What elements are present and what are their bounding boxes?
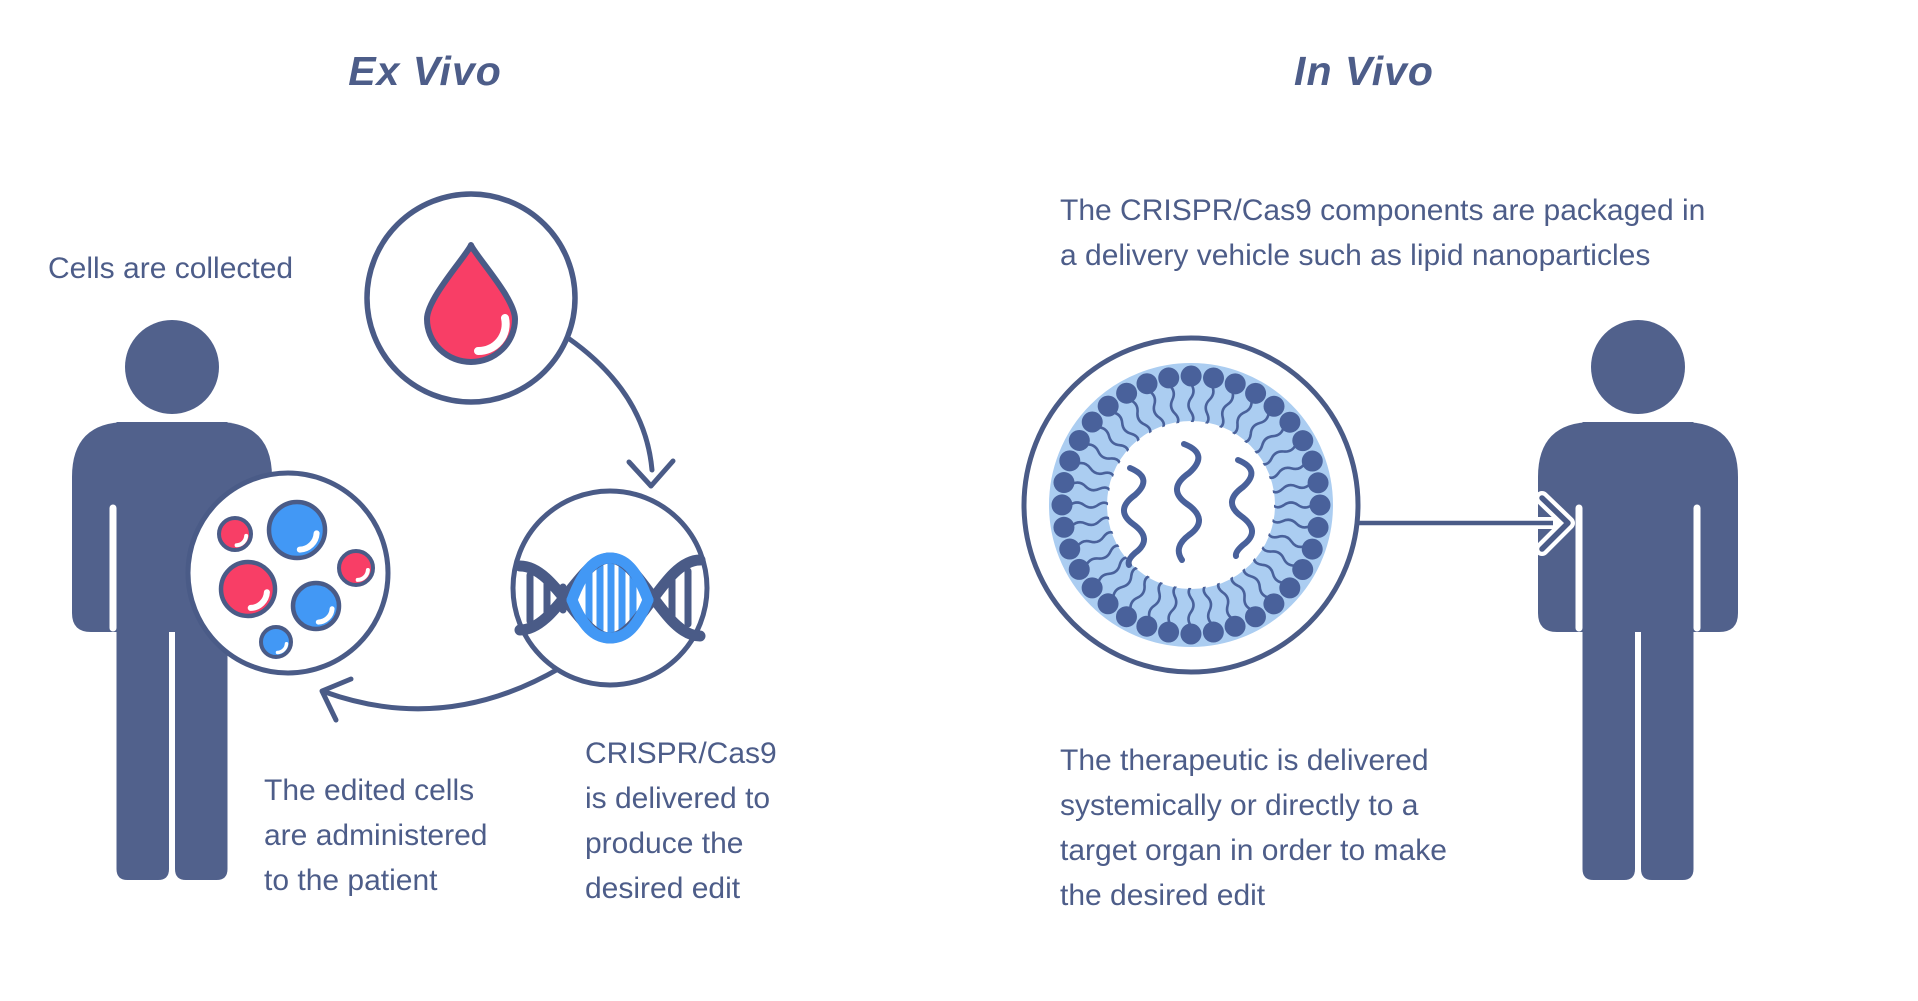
packaging-label: The CRISPR/Cas9 components are packaged … [1060,188,1705,278]
rna-strand [1121,441,1255,568]
text-line: systemically or directly to a [1060,789,1419,822]
text-line: the desired edit [1060,879,1266,912]
text-line: are administered [264,819,488,852]
text-line: The edited cells [264,774,475,807]
cells-collected-label: Cells are collected [48,246,293,291]
text-line: is delivered to [585,782,771,815]
curved-arrow-down-icon [565,335,676,489]
text-line: to the patient [264,864,438,897]
delivery-label: The therapeutic is delivered systemicall… [1060,738,1447,918]
ex-vivo-title: Ex Vivo [348,48,502,94]
text-line: a delivery vehicle such as lipid nanopar… [1060,239,1651,272]
edited-cells-label: The edited cells are administered to the… [264,768,487,903]
dna-helix-icon [510,488,710,688]
cell [337,549,375,587]
crispr-delivery-label: CRISPR/Cas9 is delivered to produce the … [585,731,777,911]
text-line: target organ in order to make [1060,834,1447,867]
cell [266,499,328,561]
cell [217,516,253,552]
lipid-nanoparticle-icon [1021,335,1361,675]
petri-dish-icon [185,470,391,676]
cell [259,625,293,659]
arrow-right-icon [1357,491,1575,556]
in-vivo-title: In Vivo [1294,48,1434,94]
text-line: CRISPR/Cas9 [585,737,777,770]
person-icon [1538,320,1738,880]
text-line: produce the [585,827,744,860]
text-line: The therapeutic is delivered [1060,744,1429,777]
text-line: The CRISPR/Cas9 components are packaged … [1060,194,1706,227]
text-line: desired edit [585,872,741,905]
cell [218,559,278,619]
blood-drop-icon [364,191,578,405]
text-line: Cells are collected [48,252,294,285]
cell [290,580,342,632]
curved-arrow-left-icon [319,665,563,723]
